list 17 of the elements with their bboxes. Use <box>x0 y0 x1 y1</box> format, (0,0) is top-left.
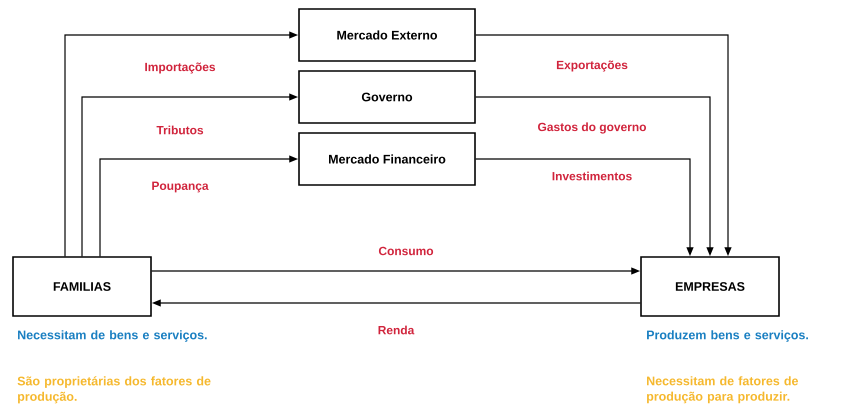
edge-label: Poupança <box>150 180 210 194</box>
edge-label: Importações <box>143 61 217 75</box>
edge-label: Investimentos <box>550 170 634 182</box>
process-box: Governo <box>298 70 476 124</box>
edge-label: Exportações <box>555 59 629 73</box>
process-box: Mercado Financeiro <box>298 132 476 186</box>
note-text: Necessitam de bens e serviços. <box>18 330 207 342</box>
note-text: Produzem bens e serviços. <box>647 330 808 342</box>
edge-label: Tributos <box>155 124 205 136</box>
process-box: FAMILIAS <box>12 256 152 317</box>
process-box: EMPRESAS <box>640 256 780 317</box>
edge-label: Gastos do governo <box>536 121 648 135</box>
edge-label: Renda <box>376 324 416 336</box>
process-box: Mercado Externo <box>298 8 476 62</box>
note-text: Necessitam de fatores de produção para produzir. <box>647 376 798 404</box>
note-text: São proprietárias dos fatores de produção. <box>18 376 211 404</box>
edge-label: Consumo <box>377 246 435 256</box>
